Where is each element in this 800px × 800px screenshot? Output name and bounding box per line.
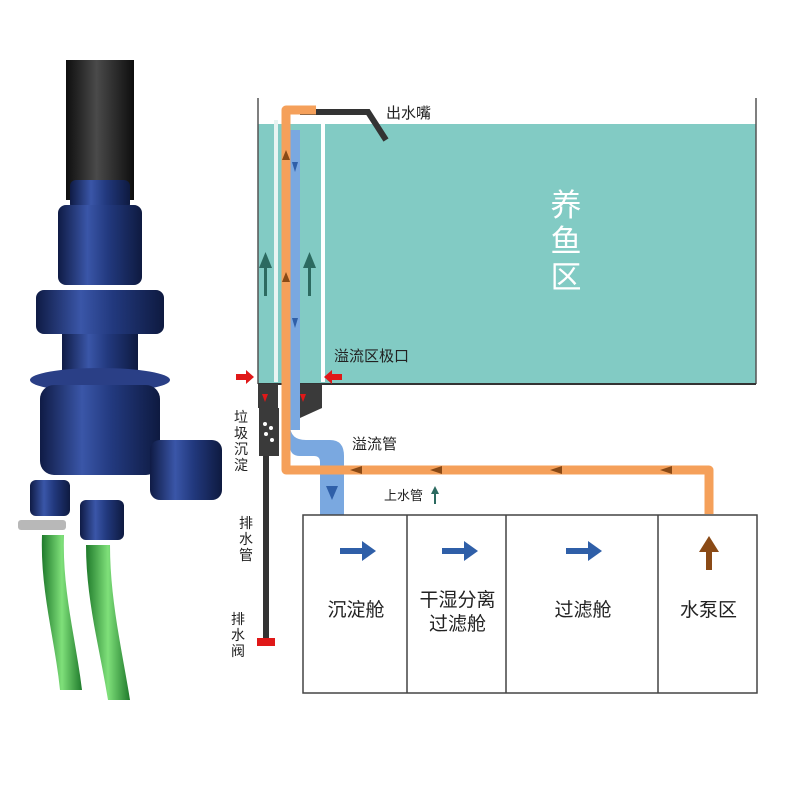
overflow-down-arrow bbox=[326, 486, 338, 500]
pump-return-pipe bbox=[281, 105, 714, 514]
overflow-flow-arrows bbox=[292, 162, 298, 328]
flow-arrow-pump bbox=[699, 536, 719, 570]
drain-column bbox=[257, 408, 279, 646]
tank-water bbox=[258, 124, 756, 384]
flow-arrow-settling bbox=[340, 541, 376, 561]
drain-pipe-label: 排水管 bbox=[239, 516, 253, 564]
overflow-wall bbox=[321, 120, 325, 382]
aquarium-tank bbox=[257, 98, 757, 418]
sediment-chamber bbox=[259, 408, 279, 456]
drain-valve-marker bbox=[257, 638, 275, 646]
drain-pipe-line bbox=[263, 456, 269, 638]
union-nut bbox=[36, 290, 164, 334]
outlet-nozzle-label: 出水嘴 bbox=[386, 104, 432, 122]
fitting-body bbox=[40, 385, 160, 475]
bulkhead-left bbox=[258, 384, 278, 408]
overflow-inner-wall bbox=[274, 120, 278, 382]
compartment-settling-label: 沉淀舱 bbox=[327, 599, 385, 621]
sump-outline bbox=[302, 514, 758, 694]
side-elbow bbox=[150, 440, 222, 500]
drain-valve-label: 排水阀 bbox=[231, 612, 245, 660]
compartment-separation-label: 干湿分离 过滤舱 bbox=[419, 589, 496, 635]
compartment-pump-label: 水泵区 bbox=[679, 599, 737, 621]
left-spigot bbox=[30, 480, 70, 516]
right-spigot bbox=[80, 500, 124, 540]
hose-clamp bbox=[18, 520, 66, 530]
fish-tank-label: 养鱼区 bbox=[550, 188, 582, 296]
compartment-filter-label: 过滤舱 bbox=[554, 599, 612, 621]
overflow-port-markers bbox=[236, 370, 342, 402]
black-pipe bbox=[66, 60, 134, 200]
green-hose-right bbox=[86, 545, 130, 700]
up-pipe-arrow bbox=[431, 486, 439, 504]
overflow-pipe bbox=[290, 130, 344, 516]
flow-arrow-filter bbox=[566, 541, 602, 561]
water-up-pipe-label: 上水管 bbox=[384, 489, 424, 504]
union-body bbox=[58, 205, 142, 285]
flow-arrow-separation bbox=[442, 541, 478, 561]
overflow-pipe-label: 溢流管 bbox=[352, 435, 398, 453]
fitting-neck bbox=[62, 334, 138, 374]
bulkhead-right bbox=[300, 384, 322, 418]
product-photo bbox=[18, 60, 222, 700]
overflow-port-label: 溢流区极口 bbox=[334, 347, 410, 365]
green-hose-left bbox=[41, 535, 82, 690]
sump bbox=[302, 514, 758, 694]
tank-arrows bbox=[259, 252, 316, 296]
outlet-nozzle bbox=[300, 109, 389, 142]
sediment-label: 垃圾沉淀 bbox=[234, 410, 248, 474]
pipe-collar bbox=[70, 180, 130, 210]
return-flow-arrows bbox=[282, 150, 672, 474]
